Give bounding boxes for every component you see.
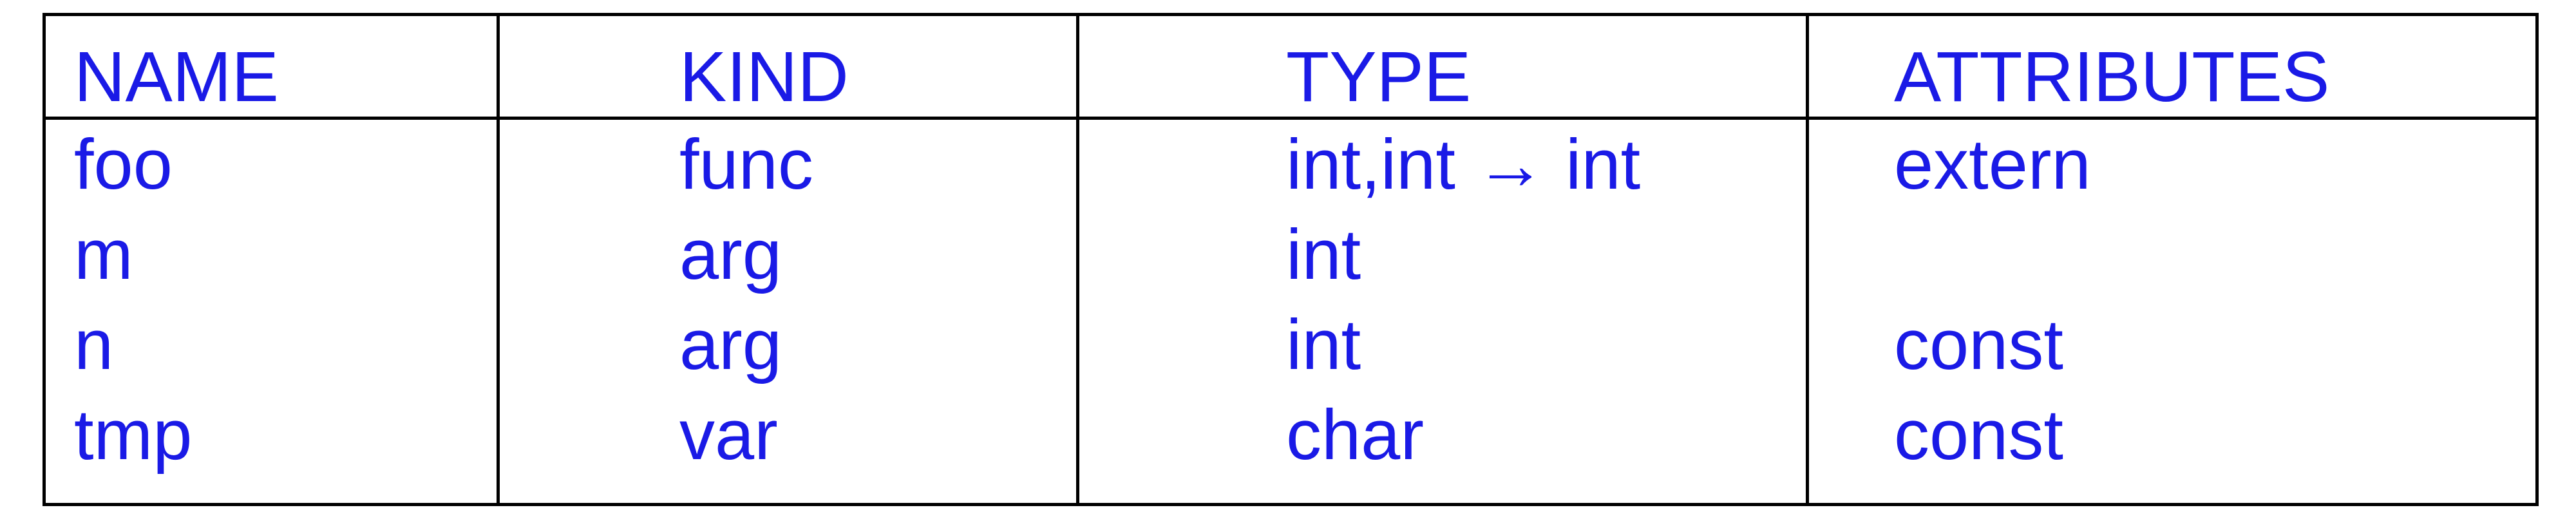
row-4-attributes: const [1894,395,2063,475]
row-1-name: foo [74,125,173,204]
header-type: TYPE [1286,37,1472,117]
row-1-kind: func [679,125,813,204]
row-4-name: tmp [74,395,193,475]
header-kind: KIND [679,37,849,117]
row-2-type: int [1286,215,1361,294]
row-3-attributes: const [1894,305,2063,384]
header-name: NAME [74,37,279,117]
symbol-table: NAME KIND TYPE ATTRIBUTES foo func int,i… [43,13,2539,506]
row-3-name: n [74,305,114,384]
row-1-attributes: extern [1894,125,2091,204]
header-attributes: ATTRIBUTES [1894,37,2330,117]
column-divider-2 [1076,16,1079,503]
row-3-kind: arg [679,305,782,384]
row-4-type: char [1286,395,1424,475]
header-divider [46,117,2535,120]
column-divider-3 [1806,16,1809,503]
row-3-type: int [1286,305,1361,384]
row-4-kind: var [679,395,778,475]
row-2-kind: arg [679,215,782,294]
column-divider-1 [497,16,500,503]
row-2-name: m [74,215,133,294]
row-1-type: int,int → int [1286,125,1641,204]
